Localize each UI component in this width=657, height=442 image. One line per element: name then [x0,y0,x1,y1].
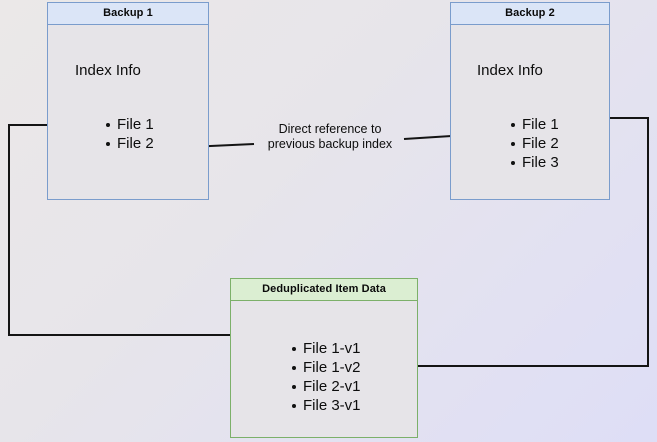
list-item: File 1 [511,116,559,133]
node-backup-1-caption: Index Info [75,62,141,79]
list-item: File 1 [106,116,154,133]
node-backup-2-caption: Index Info [477,62,543,79]
node-backup-1[interactable]: Backup 1 Index Info File 1 File 2 [47,2,209,200]
list-item: File 2 [106,135,154,152]
list-item: File 2 [511,135,559,152]
node-backup-2-body: Index Info File 1 File 2 File 3 [451,25,609,199]
node-backup-2[interactable]: Backup 2 Index Info File 1 File 2 File 3 [450,2,610,200]
list-item: File 1-v1 [292,340,361,357]
node-deduplicated-item-data[interactable]: Deduplicated Item Data File 1-v1 File 1-… [230,278,418,438]
node-deduplicated-item-data-header: Deduplicated Item Data [231,279,417,301]
node-deduplicated-item-list: File 1-v1 File 1-v2 File 2-v1 File 3-v1 [289,339,361,415]
list-item: File 3 [511,154,559,171]
node-deduplicated-item-data-body: File 1-v1 File 1-v2 File 2-v1 File 3-v1 [231,301,417,437]
node-backup-1-item-list: File 1 File 2 [103,115,154,153]
list-item: File 1-v2 [292,359,361,376]
node-backup-1-body: Index Info File 1 File 2 [48,25,208,199]
list-item: File 3-v1 [292,397,361,414]
node-backup-1-header: Backup 1 [48,3,208,25]
edge-label-direct-reference: Direct reference to previous backup inde… [267,122,393,151]
node-backup-2-header: Backup 2 [451,3,609,25]
node-backup-2-item-list: File 1 File 2 File 3 [508,115,559,172]
list-item: File 2-v1 [292,378,361,395]
